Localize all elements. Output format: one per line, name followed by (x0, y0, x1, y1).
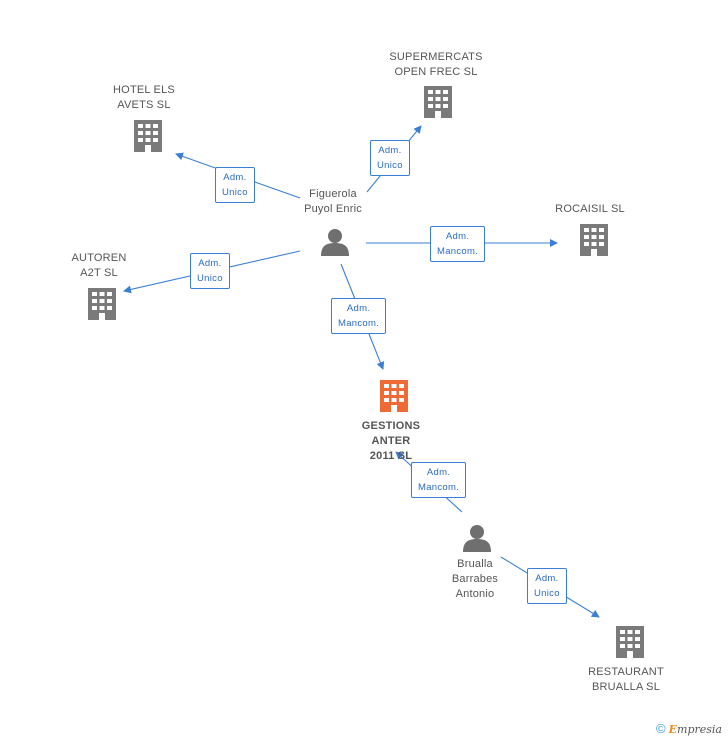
footer-brand[interactable]: ©Empresia (656, 721, 722, 736)
edge-label-supermercats: Adm. Unico (370, 140, 410, 176)
node-label-restaurant[interactable]: RESTAURANT BRUALLA SL (588, 666, 664, 693)
edge-label-gestions-bru: Adm. Mancom. (411, 462, 467, 498)
node-label-figuerola[interactable]: Figuerola Puyol Enric (304, 188, 362, 215)
edge-label-autoren: Adm. Unico (190, 253, 230, 289)
company-building-icon-gestions[interactable] (380, 380, 408, 412)
edge-label-hotel: Adm. Unico (215, 167, 255, 203)
company-building-icon-autoren[interactable] (88, 288, 116, 320)
person-icon-brualla[interactable] (463, 525, 491, 552)
node-label-hotel[interactable]: HOTEL ELS AVETS SL (113, 84, 175, 111)
node-label-supermercats[interactable]: SUPERMERCATS OPEN FREC SL (389, 51, 483, 78)
person-icon-figuerola[interactable] (321, 229, 349, 256)
edge-label-gestions-fig: Adm. Mancom. (331, 298, 387, 334)
company-building-icon-hotel[interactable] (134, 120, 162, 152)
brand-name: mpresia (677, 723, 722, 736)
node-label-autoren[interactable]: AUTOREN A2T SL (71, 252, 127, 279)
edge-label-restaurant: Adm. Unico (527, 568, 567, 604)
node-label-gestions[interactable]: GESTIONS ANTER 2011 SL (361, 420, 421, 462)
copyright-icon: © (656, 721, 666, 736)
company-building-icon-supermercats[interactable] (424, 86, 452, 118)
node-label-rocaisil[interactable]: ROCAISIL SL (555, 203, 625, 215)
company-building-icon-restaurant[interactable] (616, 626, 644, 658)
company-building-icon-rocaisil[interactable] (580, 224, 608, 256)
node-label-brualla[interactable]: Brualla Barrabes Antonio (451, 558, 499, 600)
brand-initial: E (668, 723, 678, 736)
edge-label-rocaisil: Adm. Mancom. (430, 226, 486, 262)
